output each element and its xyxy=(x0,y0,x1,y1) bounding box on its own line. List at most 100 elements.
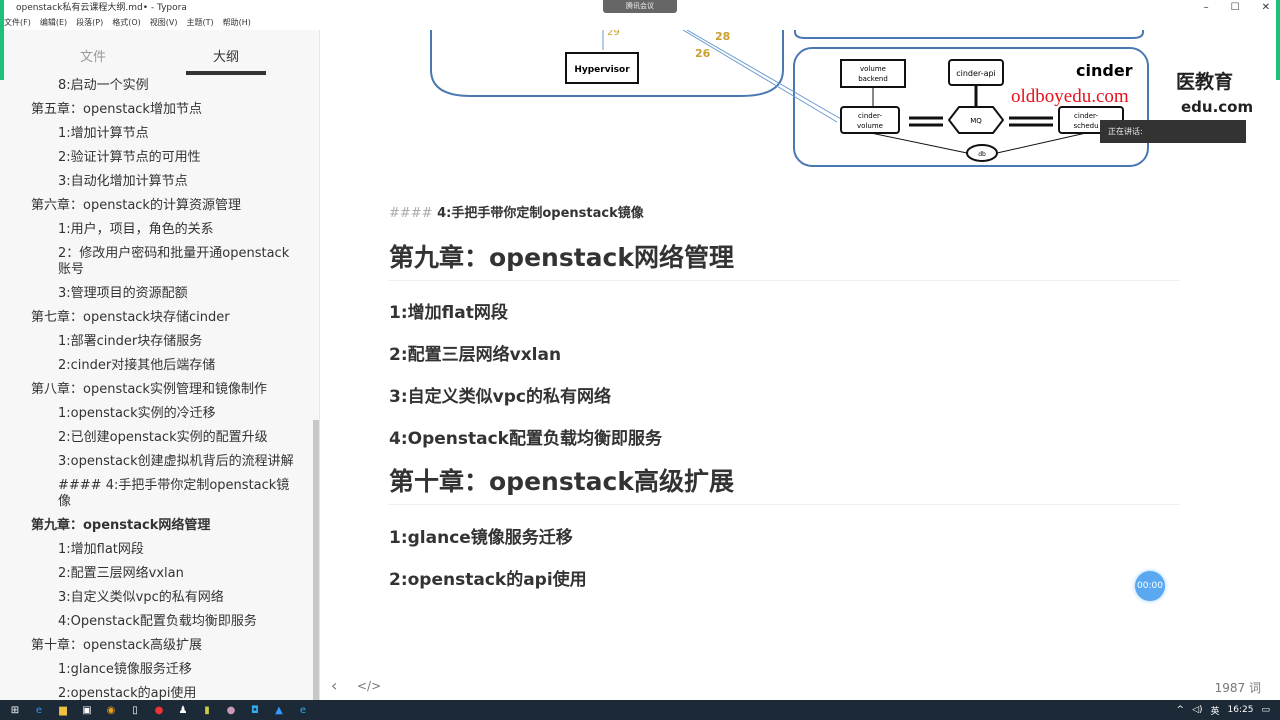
minimize-button[interactable]: – xyxy=(1203,2,1209,13)
menu-view[interactable]: 视图(V) xyxy=(149,18,178,27)
menu-format[interactable]: 格式(O) xyxy=(112,18,141,27)
typora-icon[interactable]: ▯ xyxy=(132,704,138,716)
cinder-api-label: cinder-api xyxy=(956,69,996,78)
cinder-volume-label-2: volume xyxy=(857,122,883,130)
app-icon[interactable]: ● xyxy=(226,704,236,716)
cinder-architecture-diagram: Hypervisor 29 28 26 volume backend cinde… xyxy=(430,30,1253,167)
share-border xyxy=(0,0,4,80)
menu-bar: 文件(F) 编辑(E) 段落(P) 格式(O) 视图(V) 主题(T) 帮助(H… xyxy=(0,16,251,30)
system-tray: ^ ◁) 英 16:25 ▭ xyxy=(1177,700,1270,720)
outline-item[interactable]: 第五章：openstack增加节点 xyxy=(31,102,202,117)
source-mode-button[interactable]: </> xyxy=(357,679,382,693)
outline-item[interactable]: 8:启动一个实例 xyxy=(58,78,149,93)
app-icon[interactable]: ▲ xyxy=(275,704,283,716)
cinder-scheduler-label-1: cinder- xyxy=(1074,112,1098,120)
db-label: db xyxy=(978,151,986,158)
outline-item[interactable]: 3:管理项目的资源配额 xyxy=(58,286,188,301)
menu-theme[interactable]: 主题(T) xyxy=(186,18,214,27)
edge-icon[interactable]: e xyxy=(35,704,43,716)
clock[interactable]: 16:25 xyxy=(1227,705,1254,715)
volume-icon[interactable]: ◁) xyxy=(1192,705,1203,715)
outline-item[interactable]: 第八章：openstack实例管理和镜像制作 xyxy=(31,382,267,397)
outline-item[interactable]: 3:自定义类似vpc的私有网络 xyxy=(58,590,224,605)
heading-4-text: 4:手把手带你定制openstack镜像 xyxy=(437,206,644,221)
ch9-item[interactable]: 4:Openstack配置负载均衡即服务 xyxy=(389,429,662,449)
outline-item[interactable]: 2:cinder对接其他后端存储 xyxy=(58,358,216,373)
app-icon[interactable]: e xyxy=(299,704,307,716)
outline-item[interactable]: 第九章：openstack网络管理 xyxy=(31,518,211,533)
ch9-item[interactable]: 3:自定义类似vpc的私有网络 xyxy=(389,387,611,407)
app-icon[interactable]: ◘ xyxy=(251,704,259,716)
ime-indicator[interactable]: 英 xyxy=(1210,706,1220,717)
heading-4[interactable]: #### 4:手把手带你定制openstack镜像 xyxy=(389,202,644,221)
status-bar: ‹ </> 1987 词 xyxy=(321,676,1273,700)
outline-item[interactable]: 3:openstack创建虚拟机背后的流程讲解 xyxy=(58,454,294,469)
volume-backend-label-2: backend xyxy=(858,75,888,83)
outline-item[interactable]: 第十章：openstack高级扩展 xyxy=(31,638,202,653)
taskbar: ⊞ e ▆ ▣ ◉ ▯ ● ♟ ▮ ● ◘ ▲ e ^ ◁) 英 16:25 ▭ xyxy=(0,700,1280,720)
outline-item[interactable]: 第六章：openstack的计算资源管理 xyxy=(31,198,241,213)
app-icon[interactable]: ● xyxy=(154,704,164,716)
chrome-icon[interactable]: ◉ xyxy=(106,704,116,716)
cinder-volume-label-1: cinder- xyxy=(858,112,882,120)
outline-item[interactable]: 2:openstack的api使用 xyxy=(58,686,197,701)
sidebar: 文件 大纲 8:启动一个实例第五章：openstack增加节点 1:增加计算节点 2… xyxy=(0,30,320,701)
outline-item[interactable]: 4:Openstack配置负载均衡即服务 xyxy=(58,614,257,629)
cinder-title: cinder xyxy=(1076,61,1133,80)
recording-timer[interactable]: 00:00 xyxy=(1135,571,1165,601)
notification-icon[interactable]: ▭ xyxy=(1261,705,1270,715)
menu-file[interactable]: 文件(F) xyxy=(4,18,31,27)
close-button[interactable]: ✕ xyxy=(1261,2,1270,13)
ch10-item[interactable]: 2:openstack的api使用 xyxy=(389,570,587,590)
menu-edit[interactable]: 编辑(E) xyxy=(39,18,68,27)
logo-text-2: edu.com xyxy=(1181,98,1253,116)
outline-item[interactable]: 1:部署cinder块存储服务 xyxy=(58,334,203,349)
maximize-button[interactable]: ☐ xyxy=(1230,2,1240,13)
store-icon[interactable]: ▣ xyxy=(82,704,92,716)
tab-outline[interactable]: 大纲 xyxy=(186,46,266,75)
outline-item[interactable]: #### 4:手把手带你定制openstack镜像 xyxy=(58,478,290,509)
watermark: oldboyedu.com xyxy=(1011,86,1129,107)
app-icon[interactable]: ♟ xyxy=(178,704,188,716)
volume-backend-label-1: volume xyxy=(860,65,886,73)
cinder-scheduler-label-2: schedu xyxy=(1073,122,1098,130)
outline-item[interactable]: 2:已创建openstack实例的配置升级 xyxy=(58,430,268,445)
label-28: 28 xyxy=(715,30,730,43)
menu-help[interactable]: 帮助(H) xyxy=(222,18,251,27)
ch10-item[interactable]: 1:glance镜像服务迁移 xyxy=(389,528,573,548)
outline-item[interactable]: 2:配置三层网络vxlan xyxy=(58,566,184,581)
logo-text-1: 医教育 xyxy=(1176,70,1233,93)
editor: Hypervisor 29 28 26 volume backend cinde… xyxy=(321,30,1273,700)
window-title: openstack私有云课程大纲.md• - Typora xyxy=(16,3,187,13)
ch9-item[interactable]: 2:配置三层网络vxlan xyxy=(389,345,562,365)
meeting-badge[interactable]: 腾讯会议 xyxy=(603,0,677,13)
chapter-10-heading[interactable]: 第十章：openstack高级扩展 xyxy=(389,462,1179,505)
outline-item[interactable]: 2:验证计算节点的可用性 xyxy=(58,150,201,165)
tab-files[interactable]: 文件 xyxy=(80,50,107,65)
label-29: 29 xyxy=(607,30,620,38)
word-count[interactable]: 1987 词 xyxy=(1214,681,1261,695)
outline-item[interactable]: 1:增加计算节点 xyxy=(58,126,149,141)
menu-paragraph[interactable]: 段落(P) xyxy=(76,18,104,27)
mq-label: MQ xyxy=(970,117,982,125)
chapter-9-heading[interactable]: 第九章：openstack网络管理 xyxy=(389,238,1179,281)
sidebar-scrollbar[interactable] xyxy=(313,420,319,700)
outline-item[interactable]: 1:用户，项目，角色的关系 xyxy=(58,222,214,237)
app-icon[interactable]: ▮ xyxy=(204,704,210,716)
outline-item[interactable]: 1:openstack实例的冷迁移 xyxy=(58,406,216,421)
outline-item[interactable]: 第七章：openstack块存储cinder xyxy=(31,310,230,325)
start-icon[interactable]: ⊞ xyxy=(10,704,20,716)
outline-item[interactable]: 1:glance镜像服务迁移 xyxy=(58,662,192,677)
hypervisor-label: Hypervisor xyxy=(574,65,630,75)
outline-list: 8:启动一个实例第五章：openstack增加节点 1:增加计算节点 2:验证计算节… xyxy=(0,74,310,706)
label-26: 26 xyxy=(695,47,711,60)
outline-item[interactable]: 1:增加flat网段 xyxy=(58,542,144,557)
heading-hash: #### xyxy=(389,206,433,221)
outline-item[interactable]: 2：修改用户密码和批量开通openstack账号 xyxy=(58,246,290,277)
share-border xyxy=(1276,0,1280,80)
outline-item[interactable]: 3:自动化增加计算节点 xyxy=(58,174,188,189)
tray-expand-icon[interactable]: ^ xyxy=(1176,705,1185,715)
ch9-item[interactable]: 1:增加flat网段 xyxy=(389,303,508,323)
file-explorer-icon[interactable]: ▆ xyxy=(59,704,67,716)
toggle-sidebar-button[interactable]: ‹ xyxy=(331,676,338,695)
